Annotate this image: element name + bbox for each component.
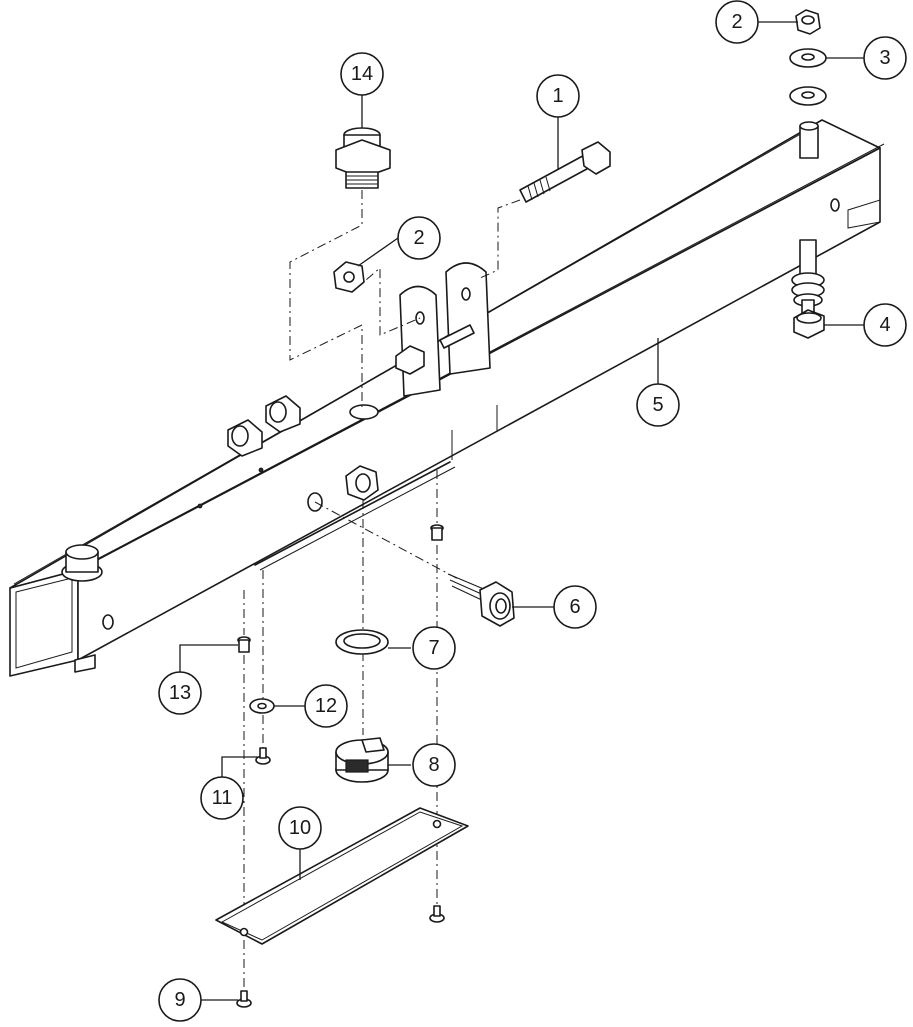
threaded-post (799, 121, 819, 159)
callout-4: 4 (863, 303, 907, 347)
svg-text:2: 2 (413, 227, 424, 249)
tube-end-nut (61, 544, 103, 582)
bottom-screw (236, 905, 445, 1008)
svg-text:9: 9 (174, 989, 185, 1011)
callout-3: 3 (863, 36, 907, 80)
callout-2-top: 2 (715, 0, 759, 44)
svg-text:4: 4 (879, 314, 890, 336)
electrical-connector (447, 573, 515, 627)
flat-washer (789, 48, 827, 106)
svg-text:6: 6 (569, 596, 580, 618)
lock-ring (335, 629, 389, 655)
callout-10: 10 (278, 806, 322, 850)
compression-fitting (335, 127, 391, 189)
tube-fitting (227, 395, 301, 457)
lock-nut-top (795, 9, 821, 35)
lock-nut (333, 261, 365, 293)
callout-14: 14 (340, 52, 384, 96)
callout-2-middle: 2 (397, 216, 441, 260)
svg-text:8: 8 (428, 754, 439, 776)
callout-11: 11 (200, 776, 244, 820)
callout-12: 12 (304, 684, 348, 728)
tube-connector-socket (345, 465, 379, 501)
hex-bolt (519, 141, 611, 203)
hex-nut (793, 309, 825, 339)
callout-7: 7 (412, 626, 456, 670)
svg-text:13: 13 (169, 682, 191, 704)
callout-6: 6 (553, 585, 597, 629)
svg-text:7: 7 (428, 637, 439, 659)
callout-9: 9 (158, 978, 202, 1022)
callout-8: 8 (412, 743, 456, 787)
svg-text:10: 10 (289, 817, 311, 839)
svg-text:11: 11 (212, 787, 233, 809)
svg-text:12: 12 (315, 695, 337, 717)
star-washer (249, 698, 275, 714)
mounting-bracket (395, 262, 491, 397)
hose-clamp (335, 737, 389, 783)
callout-1: 1 (536, 74, 580, 118)
small-screw (255, 747, 271, 765)
svg-text:1: 1 (552, 85, 563, 107)
leader-lines (179, 21, 864, 1001)
callout-5: 5 (636, 383, 680, 427)
rivet-nut (237, 524, 444, 653)
callout-13: 13 (158, 671, 202, 715)
svg-text:14: 14 (351, 63, 373, 85)
post-with-bushings (791, 239, 825, 315)
svg-text:2: 2 (731, 11, 742, 33)
svg-text:3: 3 (879, 47, 890, 69)
svg-text:5: 5 (652, 394, 663, 416)
cover-plate (215, 807, 469, 945)
square-tube-frame (9, 119, 885, 677)
